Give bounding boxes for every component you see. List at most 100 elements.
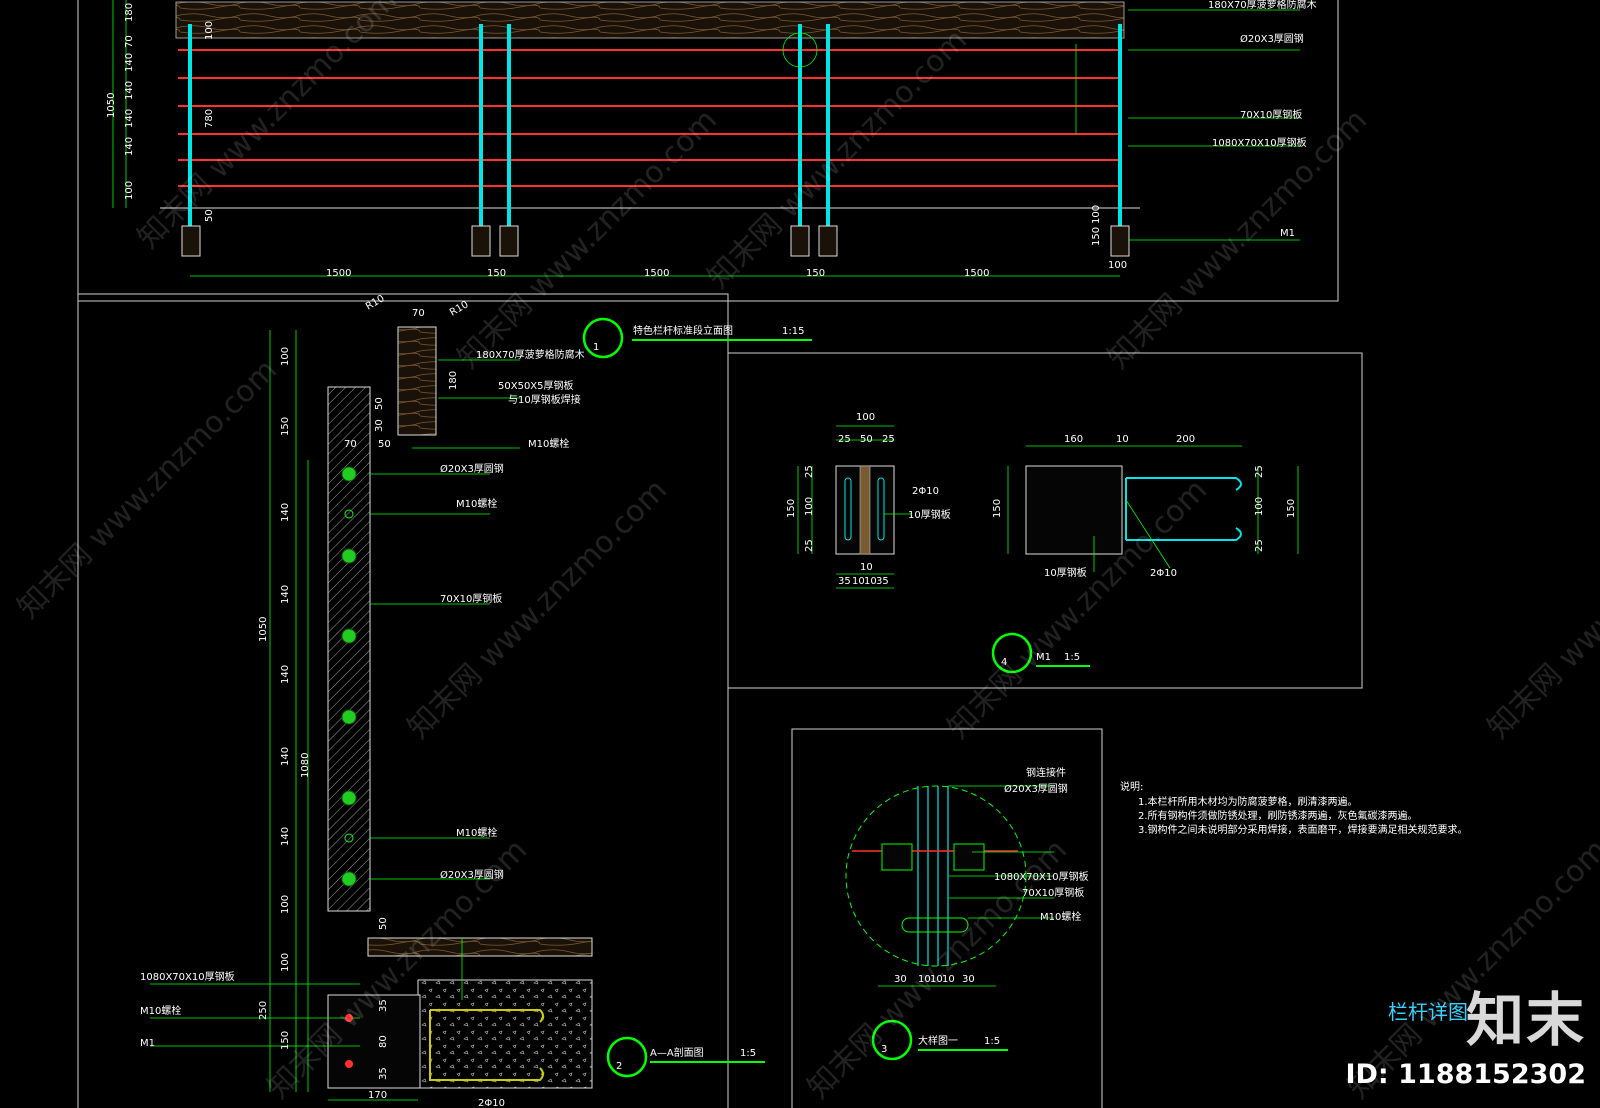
elev-label: 180X70厚菠萝格防腐木 xyxy=(1208,0,1317,11)
view-3-title-text: 大样图一 xyxy=(918,1034,958,1047)
elev-label: Ø20X3厚圆钢 xyxy=(1240,32,1304,45)
view-3-title: 3 大样图一 1:5 xyxy=(871,1019,1008,1061)
elevation-vdims: 180 70 140 140 140 140 100 1050 780 100 … xyxy=(106,3,1102,246)
round-bars xyxy=(178,49,1122,187)
elev-hdim: 1500 xyxy=(964,268,989,279)
m1-dim: 25 xyxy=(882,434,895,445)
view-1-title: 1 特色栏杆标准段立面图 1:15 xyxy=(582,317,812,359)
detail-label: 70X10厚钢板 xyxy=(1022,886,1084,899)
watermark-text: 知末网 www.znzmo.com xyxy=(11,353,284,626)
elev-label: 70X10厚钢板 xyxy=(1240,108,1302,121)
section-dim-lines xyxy=(150,330,520,1101)
sect-vdim: 250 xyxy=(258,1001,269,1020)
m1-side-top: 160 xyxy=(1064,434,1083,445)
section-bolts xyxy=(344,509,354,843)
watermark-text: 知末网 www.znzmo.com xyxy=(1481,473,1600,746)
post-feet xyxy=(181,225,1130,257)
m1-side-right: 150 xyxy=(1286,499,1297,518)
sect-top-dim: R10 xyxy=(364,293,387,312)
deck xyxy=(367,937,593,957)
sect-label: M10螺栓 xyxy=(456,497,497,510)
elev-foot: 100 xyxy=(1091,205,1102,224)
view-1-title-text: 特色栏杆标准段立面图 xyxy=(633,324,733,337)
m1-side-plate xyxy=(1025,465,1123,555)
view-4-title: 4 M1 1:5 xyxy=(991,632,1090,674)
elev-dim: 140 xyxy=(124,137,135,156)
elev-label: 1080X70X10厚钢板 xyxy=(1212,136,1307,149)
m1-dim: 25 xyxy=(838,434,851,445)
m1-side-label: 10厚钢板 xyxy=(1044,566,1087,579)
sect-vdim: 140 xyxy=(280,503,291,522)
sect-d50: 50 xyxy=(378,917,389,930)
sect-right-dim: 180 xyxy=(448,371,459,390)
m1-side-top: 200 xyxy=(1176,434,1195,445)
section-base-marks xyxy=(345,1014,353,1068)
elev-d50: 50 xyxy=(204,209,215,222)
elev-dim: 100 xyxy=(124,181,135,200)
view-2-title-text: A—A剖面图 xyxy=(650,1046,704,1059)
elev-dim: 140 xyxy=(124,53,135,72)
sect-top-dim: 70 xyxy=(412,308,425,319)
elev-dim: 140 xyxy=(124,81,135,100)
m1-dim: 150 xyxy=(786,499,797,518)
brand-block: 知末 ID: 1188152302 xyxy=(1345,991,1586,1090)
elev-foot: 150 xyxy=(1091,227,1102,246)
m1-dim: 10 xyxy=(852,576,865,587)
m1-side-right: 100 xyxy=(1254,497,1265,516)
elev-dim: 70 xyxy=(124,35,135,48)
view-4-num: 4 xyxy=(1001,657,1007,668)
notes-line: 2.所有钢构件须做防锈处理，刷防锈漆两遍，灰色氟碳漆两遍。 xyxy=(1138,809,1418,822)
sect-label: 70X10厚钢板 xyxy=(440,592,502,605)
view-1-num: 1 xyxy=(593,342,599,353)
elev-d100: 100 xyxy=(204,21,215,40)
view-2-title: 2 A—A剖面图 1:5 xyxy=(606,1036,765,1078)
detail-dims: 30 10 10 10 30 xyxy=(894,974,975,985)
detail-dim: 30 xyxy=(962,974,975,985)
detail-dim: 30 xyxy=(894,974,907,985)
brand-id: ID: 1188152302 xyxy=(1345,1059,1586,1090)
m1-dim: 35 xyxy=(838,576,851,587)
m1-dim-lines xyxy=(797,425,1299,589)
section-labels: 180X70厚菠萝格防腐木 50X50X5厚钢板 与10厚钢板焊接 M10螺栓 … xyxy=(440,348,585,881)
sect-vdim: 100 xyxy=(280,347,291,366)
posts xyxy=(188,24,1122,226)
sect-vdim: 140 xyxy=(280,585,291,604)
detail-view: 钢连接件 Ø20X3厚圆钢 1080X70X10厚钢板 70X10厚钢板 M10… xyxy=(845,766,1089,1061)
sect-vdim: 140 xyxy=(280,665,291,684)
sect-label: 180X70厚菠萝格防腐木 xyxy=(476,348,585,361)
sect-label: Ø20X3厚圆钢 xyxy=(440,462,504,475)
view-4-title-text: M1 xyxy=(1036,652,1051,663)
sect-small-dim: 50 xyxy=(378,439,391,450)
wood-handrail xyxy=(175,1,1125,39)
notes-line: 3.钢构件之间未说明部分采用焊接，表面磨平，焊接要满足相关规范要求。 xyxy=(1138,823,1468,836)
m1-side-top: 10 xyxy=(1116,434,1129,445)
section-wood xyxy=(397,326,437,436)
elev-post-w: 100 xyxy=(1108,260,1127,271)
elevation-view: 180 70 140 140 140 140 100 1050 780 100 … xyxy=(106,0,1317,359)
sect-vdim: 100 xyxy=(280,953,291,972)
sect-base-dim: 35 xyxy=(378,1067,389,1080)
view-2-scale: 1:5 xyxy=(740,1048,756,1059)
detail-label: Ø20X3厚圆钢 xyxy=(1004,782,1068,795)
elev-hdim: 150 xyxy=(806,268,825,279)
detail-dim: 10 xyxy=(942,974,955,985)
sect-vdim: 140 xyxy=(280,827,291,846)
m1-dim: 10 xyxy=(860,562,873,573)
sect-vdim: 100 xyxy=(280,895,291,914)
m1-dim: 100 xyxy=(856,412,875,423)
elevation-hdims: 1500 150 1500 150 1500 100 xyxy=(326,260,1127,279)
sect-bottom: 2Φ10 xyxy=(478,1098,505,1108)
sect-small-dim: 70 xyxy=(344,439,357,450)
brand-logo: 知末 xyxy=(1465,986,1586,1054)
elev-dim: 180 xyxy=(124,3,135,22)
view-2-num: 2 xyxy=(616,1061,622,1072)
m1-dim: 100 xyxy=(804,497,815,516)
sheet-title: 栏杆详图 xyxy=(1388,1000,1468,1024)
m1-dim: 10 xyxy=(864,576,877,587)
sect-right-dim: 30 xyxy=(374,419,385,432)
m1-plan-label: 2Φ10 xyxy=(912,486,939,497)
section-bars xyxy=(341,466,357,887)
sect-label: M10螺栓 xyxy=(528,437,569,450)
detail-dim: 10 xyxy=(930,974,943,985)
elevation-labels: 180X70厚菠萝格防腐木 Ø20X3厚圆钢 70X10厚钢板 1080X70X… xyxy=(1208,0,1317,239)
